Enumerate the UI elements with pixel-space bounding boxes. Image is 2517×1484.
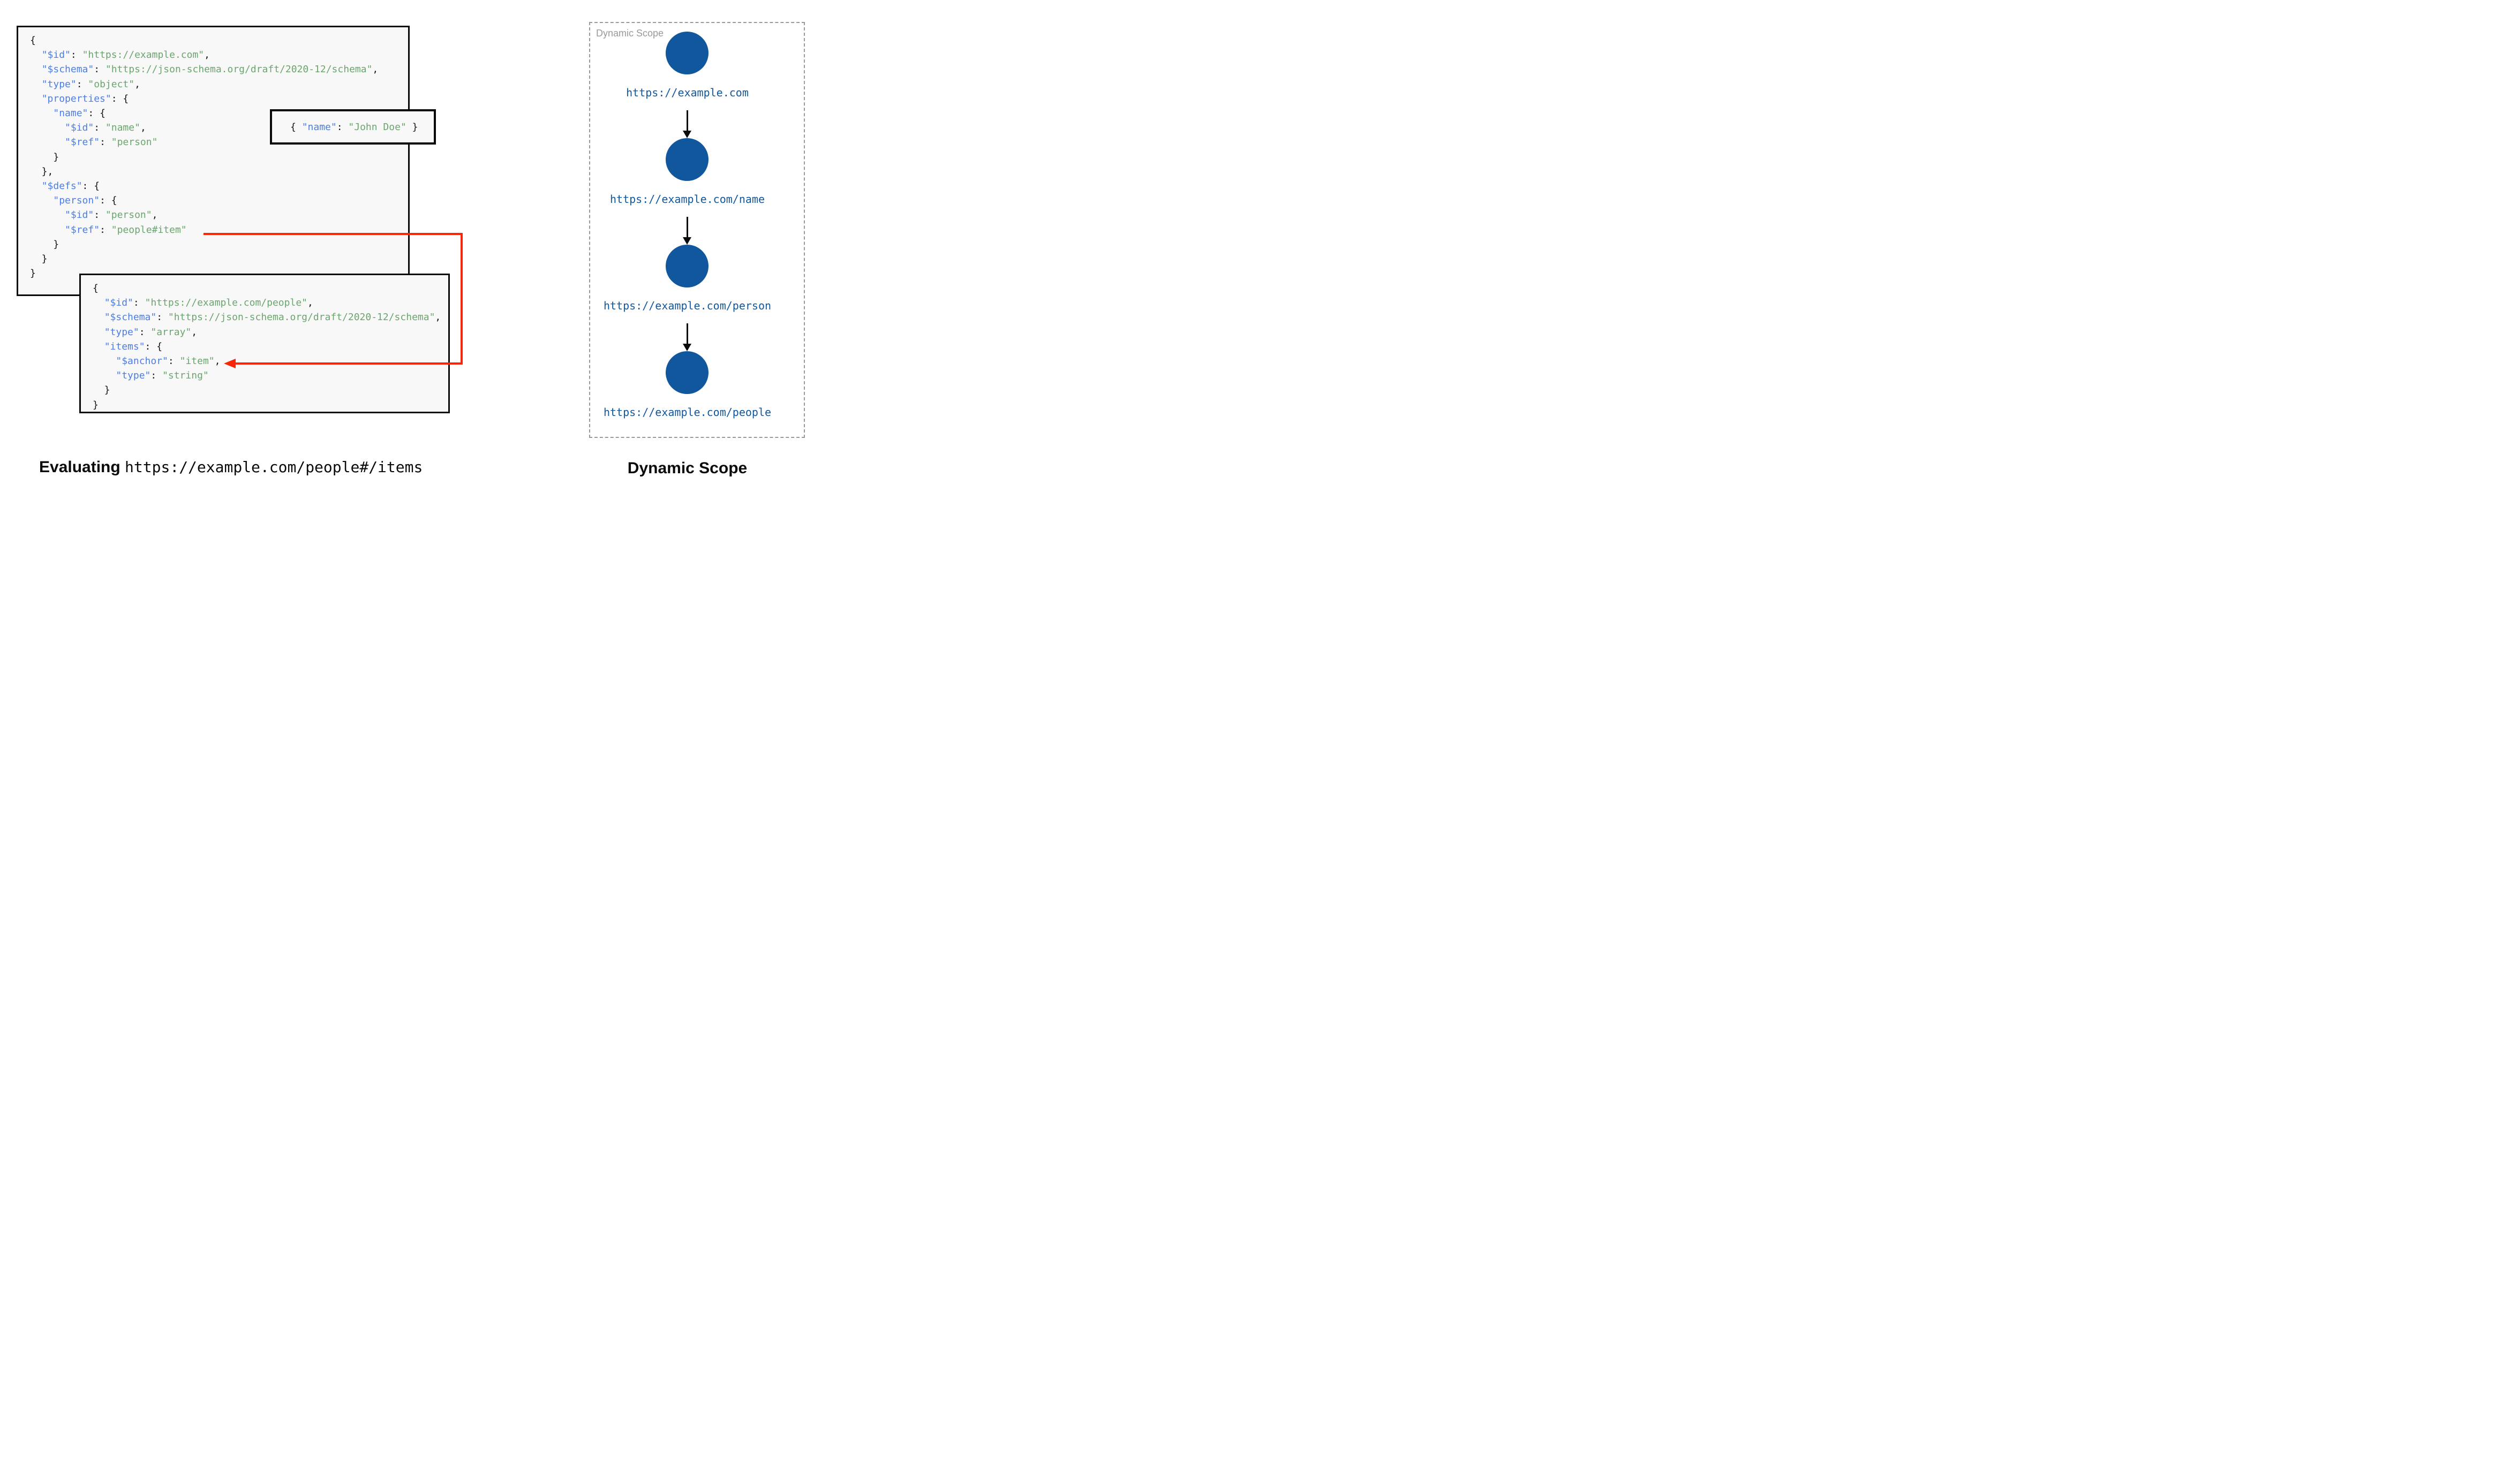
ref-arrow-vertical-segment xyxy=(461,233,463,364)
scope-node-label: https://example.com/name xyxy=(610,193,765,206)
dynamic-scope-caption: Dynamic Scope xyxy=(627,459,748,477)
diagram-canvas: { "$id": "https://example.com", "$schema… xyxy=(0,0,839,495)
scope-node-circle xyxy=(666,351,709,394)
code-line: } xyxy=(93,384,110,396)
code-line: "$defs": { xyxy=(41,180,100,192)
code-line: "$id": "https://example.com/people", xyxy=(104,297,313,309)
schema-b-code: { "$id": "https://example.com/people", "… xyxy=(93,281,441,412)
code-line: } xyxy=(30,253,48,265)
code-line: "$id": "name", xyxy=(65,122,146,134)
scope-node-circle xyxy=(666,138,709,181)
evaluating-caption: Evaluating https://example.com/people#/i… xyxy=(39,458,423,476)
code-line: "type": "object", xyxy=(41,78,140,90)
code-line: }, xyxy=(30,165,54,177)
scope-node-label: https://example.com xyxy=(626,86,749,99)
schema-a-code: { "$id": "https://example.com", "$schema… xyxy=(30,33,378,281)
scope-node-label: https://example.com/people xyxy=(603,406,772,419)
scope-arrow-icon xyxy=(686,217,688,238)
code-line: } xyxy=(30,238,59,250)
dynamic-scope-watermark: Dynamic Scope xyxy=(596,28,664,39)
code-line: "person": { xyxy=(53,195,117,207)
instance-code: { "name": "John Doe" } xyxy=(290,122,418,133)
instance-box: { "name": "John Doe" } xyxy=(270,109,436,145)
scope-node-circle xyxy=(666,245,709,287)
code-line: "name": { xyxy=(53,108,105,119)
scope-arrowhead-icon xyxy=(683,344,691,351)
scope-node-label: https://example.com/person xyxy=(603,299,772,312)
code-line: "$ref": "person" xyxy=(65,137,158,148)
code-line: { xyxy=(30,35,36,46)
code-line: "$anchor": "item", xyxy=(116,355,221,367)
ref-arrow-bottom-segment xyxy=(235,362,463,365)
code-line: "properties": { xyxy=(41,93,129,104)
code-line: } xyxy=(93,399,99,411)
schema-a-box: { "$id": "https://example.com", "$schema… xyxy=(17,26,410,296)
code-line: "type": "array", xyxy=(104,326,198,338)
scope-arrowhead-icon xyxy=(683,131,691,138)
ref-arrowhead-icon xyxy=(224,359,236,368)
scope-node-circle xyxy=(666,32,709,74)
code-line: { xyxy=(93,283,99,294)
scope-arrowhead-icon xyxy=(683,237,691,245)
scope-arrow-icon xyxy=(686,110,688,132)
code-line: "items": { xyxy=(104,340,163,352)
code-line: "$id": "person", xyxy=(65,209,158,221)
evaluating-uri: https://example.com/people#/items xyxy=(125,458,423,476)
schema-b-box: { "$id": "https://example.com/people", "… xyxy=(79,274,450,413)
ref-arrow-top-segment xyxy=(204,233,463,235)
evaluating-label: Evaluating xyxy=(39,458,125,476)
code-line: "$schema": "https://json-schema.org/draf… xyxy=(41,64,379,75)
code-line: "type": "string" xyxy=(116,370,209,382)
scope-arrow-icon xyxy=(686,323,688,345)
code-line: "$schema": "https://json-schema.org/draf… xyxy=(104,312,441,323)
code-line: "$ref": "people#item" xyxy=(65,224,187,236)
code-line: } xyxy=(30,151,59,163)
code-line: } xyxy=(30,268,36,279)
dynamic-scope-panel xyxy=(589,22,805,438)
code-line: "$id": "https://example.com", xyxy=(41,49,210,61)
